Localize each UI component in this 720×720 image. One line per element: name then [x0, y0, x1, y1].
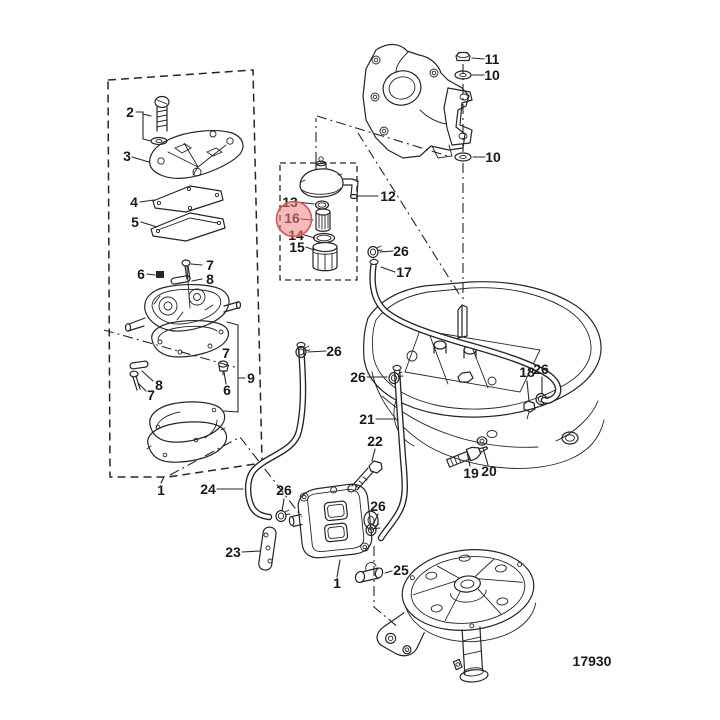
callout-4: 4 [130, 194, 138, 210]
exploded-fuel-pump-group [103, 69, 263, 478]
fuel-filter-group [279, 156, 359, 281]
sheet-number: 17930 [573, 653, 612, 669]
clamp-26-pump-left-icon [275, 509, 291, 523]
leader-lines-group [131, 57, 543, 578]
callout-7-right: 7 [222, 345, 230, 361]
box-to-pump-line [169, 436, 303, 518]
plate-bracket-arm [443, 87, 473, 146]
callout-26-hose24: 26 [326, 343, 342, 359]
callout-24: 24 [200, 481, 216, 497]
callout-18: 18 [519, 364, 535, 380]
cowl-rim-outer [363, 281, 602, 418]
callout-6-left: 6 [137, 266, 145, 282]
pump-housing [297, 483, 373, 559]
callout-6-right: 6 [223, 382, 231, 398]
highlight-ring-part-16 [275, 200, 313, 238]
callout-1-box: 1 [157, 482, 165, 498]
bowl-15-icon [312, 241, 338, 272]
callout-9: 9 [247, 370, 255, 386]
callout-25: 25 [393, 562, 409, 578]
cover-3-icon [149, 129, 244, 179]
hoses-group [244, 245, 562, 542]
filter-group-box [279, 162, 358, 281]
gasket-5-icon [150, 212, 226, 242]
callout-8-left: 8 [155, 377, 163, 393]
connector-19-icon [446, 446, 489, 468]
filter-to-plate-line [315, 115, 452, 162]
bracket-9-line [223, 321, 239, 413]
callout-17: 17 [396, 264, 412, 280]
callout-8-top: 8 [206, 271, 214, 287]
callout-22: 22 [367, 433, 383, 449]
bottom-cover-icon [146, 401, 228, 463]
oring-13-icon [314, 200, 330, 210]
callout-26-hose21: 26 [350, 369, 366, 385]
pump-axis-line [103, 329, 239, 369]
plate-to-cowl-line [357, 132, 462, 298]
screw-7-right-icon [217, 360, 229, 376]
assembled-fuel-pump-group [258, 460, 384, 584]
callout-26-hose17: 26 [393, 243, 409, 259]
bolt-18-icon [523, 400, 536, 420]
callout-7-left: 7 [147, 387, 155, 403]
callout-19: 19 [463, 465, 479, 481]
pin-8-top-icon [170, 275, 191, 285]
bracket-23-icon [258, 526, 277, 571]
clamp-26-pump-right-icon [365, 523, 381, 537]
diaphragm-4-icon [152, 185, 224, 213]
screw-2-icon [150, 95, 170, 146]
adaptor-housing-group [376, 549, 537, 683]
callout-1-pump: 1 [333, 575, 341, 591]
bolt-22-icon [347, 460, 383, 493]
highlight-circle-part-16 [276, 201, 312, 237]
washer-10-bottom-icon [454, 152, 472, 162]
filter-element-16-icon [315, 208, 331, 232]
clamp-25-icon [354, 562, 384, 584]
callout-5: 5 [131, 214, 139, 230]
callout-10-top: 10 [484, 67, 500, 83]
callout-3: 3 [123, 148, 131, 164]
pump-to-housing-line [373, 546, 400, 629]
screw-7-top-icon [181, 259, 191, 309]
cowl-stud [457, 304, 468, 339]
grommet-20-icon [476, 436, 488, 446]
callout-10-bottom: 10 [485, 149, 501, 165]
valve-6-left-icon [156, 271, 164, 278]
callout-21: 21 [359, 411, 375, 427]
callout-26-pan: 26 [533, 361, 549, 377]
exploded-group-box [107, 69, 263, 478]
filter-head-icon [299, 156, 359, 200]
callout-7-top: 7 [206, 257, 214, 273]
callout-2: 2 [126, 104, 134, 120]
callout-12: 12 [380, 188, 396, 204]
nut-11-icon [455, 51, 471, 62]
callout-15: 15 [289, 239, 305, 255]
callout-11: 11 [485, 51, 500, 67]
callout-20: 20 [481, 463, 497, 479]
seal-14-icon [312, 232, 336, 244]
callout-labels-group: 2 3 4 5 6 7 8 8 7 7 6 9 1 13 16 14 15 12… [123, 51, 612, 669]
bottom-cowl-group [363, 281, 605, 469]
callout-26-pump-right: 26 [370, 498, 386, 514]
screw-7-left-icon [129, 370, 141, 391]
callout-26-pump-left: 26 [276, 482, 292, 498]
pin-8-left-icon [129, 360, 149, 370]
plate-outline [362, 43, 470, 159]
mounting-plate-group [362, 43, 473, 162]
callout-23: 23 [225, 544, 241, 560]
pump-midplate-icon [151, 320, 230, 358]
pump-body-icon [124, 284, 242, 332]
